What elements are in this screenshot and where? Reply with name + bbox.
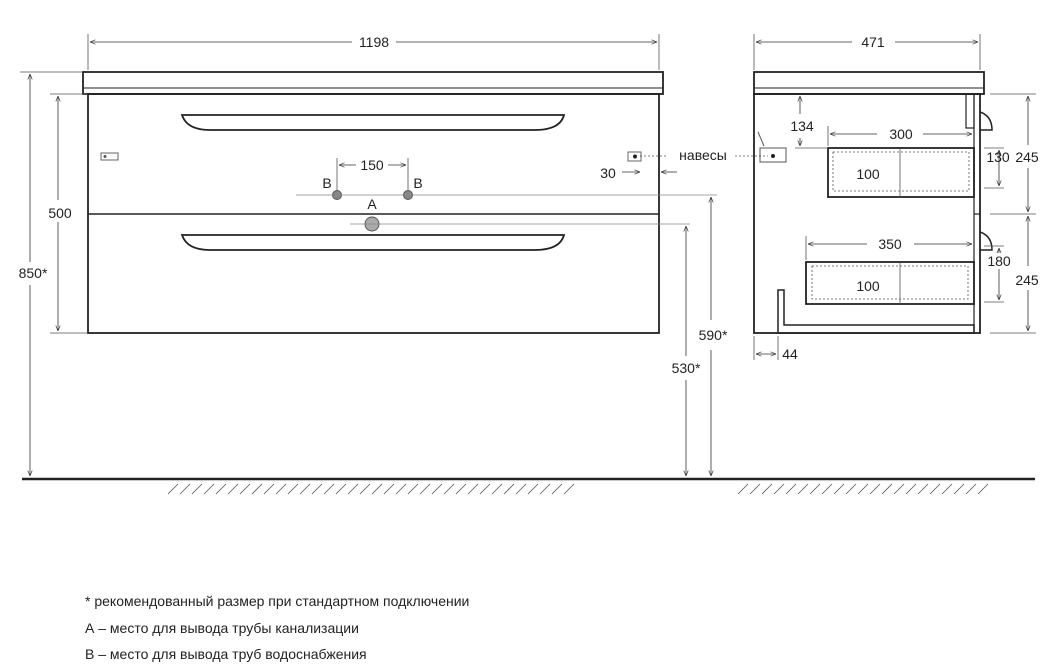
side-view: 471 134 300 350 100 100 130 180 xyxy=(753,34,1039,362)
dim-overall-height: 850* xyxy=(19,265,48,281)
front-view: 1198 850* 500 150 B B A 30 навесы 590* xyxy=(19,34,768,476)
dim-pipe-spacing: 150 xyxy=(360,157,384,173)
lower-handle-profile xyxy=(979,231,993,251)
side-hinge-icon xyxy=(757,131,787,163)
label-hinges: навесы xyxy=(679,147,727,163)
floor xyxy=(22,477,1035,495)
dim-supply-height: 590* xyxy=(699,327,728,343)
side-plinth xyxy=(777,289,975,334)
lower-drawer xyxy=(805,261,975,305)
label-drain: A xyxy=(367,196,377,212)
dim-cabinet-height: 500 xyxy=(48,205,72,221)
upper-drawer xyxy=(827,147,975,198)
note-recommended: * рекомендованный размер при стандартном… xyxy=(85,593,470,609)
dim-lower-drawer-width: 350 xyxy=(878,236,902,252)
technical-drawing: 1198 850* 500 150 B B A 30 навесы 590* xyxy=(19,34,1039,495)
label-supply-right: B xyxy=(413,175,422,191)
dim-upper-drawer-width: 300 xyxy=(889,126,913,142)
dim-upper-drawer-height: 130 xyxy=(986,149,1010,165)
dim-upper-drawer-depth: 100 xyxy=(856,166,880,182)
dim-overall-width: 1198 xyxy=(359,34,389,50)
dim-upper-front-height: 245 xyxy=(1015,149,1039,165)
dim-lower-front-height: 245 xyxy=(1015,272,1039,288)
upper-handle xyxy=(180,114,566,131)
hinge-right-icon xyxy=(627,151,642,162)
label-supply-left: B xyxy=(322,175,331,191)
notes: * рекомендованный размер при стандартном… xyxy=(85,588,469,668)
countertop xyxy=(82,71,664,95)
dim-drain-height: 530* xyxy=(672,360,701,376)
note-drain: А – место для вывода трубы канализации xyxy=(85,619,359,636)
side-body xyxy=(753,93,981,334)
side-countertop xyxy=(753,71,985,95)
dim-depth: 471 xyxy=(861,34,885,50)
dim-lower-drawer-height: 180 xyxy=(987,253,1011,269)
dim-lower-drawer-depth: 100 xyxy=(856,278,880,294)
hinge-left-icon xyxy=(100,152,119,161)
dim-back-offset: 44 xyxy=(782,346,798,362)
lower-handle xyxy=(180,234,566,251)
upper-handle-profile xyxy=(979,111,993,131)
dim-hinge-offset: 30 xyxy=(600,165,616,181)
dim-top-inset: 134 xyxy=(790,118,814,134)
note-supply: В – место для вывода труб водоснабжения xyxy=(85,646,367,662)
